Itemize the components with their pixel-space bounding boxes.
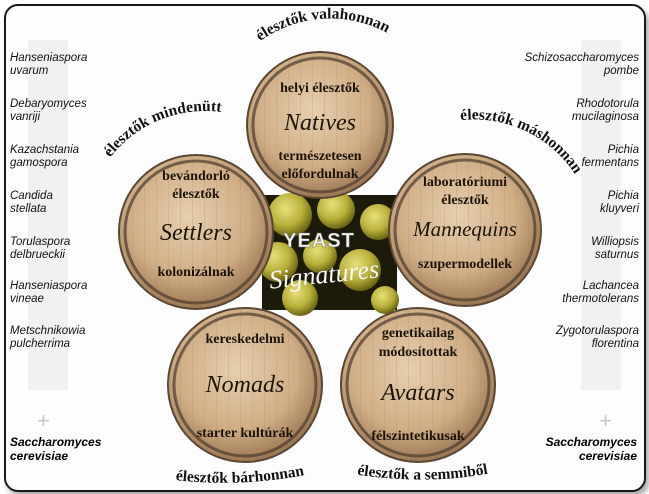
barrel-name: Avatars bbox=[379, 380, 454, 406]
barrel-name: Mannequins bbox=[412, 217, 517, 241]
barrel-avatars: genetikailag módosítottak Avatars félszi… bbox=[341, 308, 495, 462]
barrel-top-label: módosítottak bbox=[379, 345, 458, 360]
barrel-top-label: genetikailag bbox=[382, 326, 454, 341]
barrel-bottom-label: starter kultúrák bbox=[197, 426, 294, 441]
barrel-top-label: élesztők bbox=[172, 187, 220, 202]
barrel-bottom-label: előfordulnak bbox=[281, 167, 358, 182]
barrel-name: Nomads bbox=[205, 372, 285, 398]
arc-label-bottom-left: élesztők bárhonnan bbox=[175, 462, 306, 487]
barrel-natives: helyi élesztők Natives természetesen elő… bbox=[247, 52, 393, 198]
yeast-cell bbox=[371, 286, 399, 314]
barrel-bottom-label: kolonizálnak bbox=[157, 265, 234, 280]
barrel-top-label: laboratóriumi bbox=[423, 175, 507, 190]
arc-label-left: élesztők mindenütt bbox=[100, 98, 223, 160]
barrel-bottom-label: természetesen bbox=[278, 149, 361, 164]
arc-label-top: élesztők valahonnan bbox=[253, 5, 393, 44]
barrel-mannequins: laboratóriumi élesztők Mannequins szuper… bbox=[389, 154, 541, 306]
barrel-top-label: bevándorló bbox=[162, 169, 230, 184]
barrel-name: Settlers bbox=[160, 220, 232, 246]
barrel-bottom-label: félszintetikusak bbox=[371, 429, 465, 444]
barrel-nomads: kereskedelmi Nomads starter kultúrák bbox=[168, 308, 322, 462]
barrel-top-label: helyi élesztők bbox=[280, 81, 360, 96]
arc-label-bottom-right: élesztők a semmiből bbox=[356, 461, 489, 484]
barrel-name: Natives bbox=[283, 110, 356, 136]
barrel-top-label: kereskedelmi bbox=[205, 332, 284, 347]
barrel-top-label: élesztők bbox=[441, 193, 489, 208]
barrel-settlers: bevándorló élesztők Settlers kolonizálna… bbox=[119, 155, 273, 309]
barrel-bottom-label: szupermodellek bbox=[418, 257, 512, 272]
yeast-center-image: YEAST Signatures bbox=[258, 191, 399, 316]
yeast-title: YEAST bbox=[283, 230, 355, 252]
